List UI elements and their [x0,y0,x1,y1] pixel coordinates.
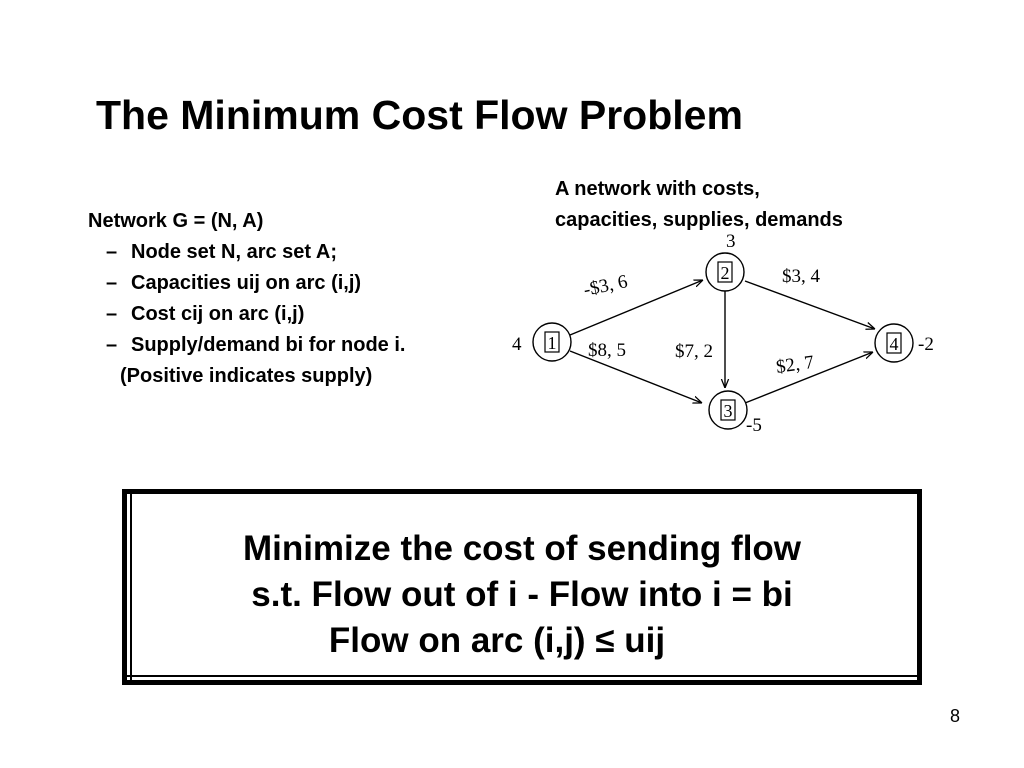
node-label: 4 [890,334,899,354]
objective-text: Minimize the cost of sending flow s.t. F… [127,526,917,664]
definition-note: (Positive indicates supply) [120,365,373,387]
definition-item-text: Supply/demand bi for node i. [131,334,406,356]
node-label: 3 [724,401,733,421]
node-supply: 4 [512,334,522,355]
node-label: 1 [548,333,557,353]
definition-item-text: Node set N, arc set A; [131,241,337,263]
constraint-line: s.t. Flow out of i - Flow into i = bi [251,575,793,614]
network-diagram: 1 2 3 4 4 3 -5 -2 -$3, 6 $8, 5 $7, 2 $3,… [512,231,934,436]
objective-line: Minimize the cost of sending flow [242,529,802,568]
node-2: 2 [705,252,745,292]
dash-marker: – [106,303,118,325]
node-supply: 3 [726,231,736,252]
arc-label: $8, 5 [588,340,626,361]
diagram-caption: A network with costs, capacities, suppli… [555,174,843,236]
definition-item: –Node set N, arc set A; [88,237,405,268]
diagram-caption-line: A network with costs, [555,178,760,200]
capacity-constraint-line: Flow on arc (i,j) ≤ uij [328,621,666,660]
arc-1-2 [569,280,703,336]
arc-2-4 [744,280,875,329]
arc-label: $3, 4 [782,266,821,287]
slide-title: The Minimum Cost Flow Problem [96,92,743,138]
arc-label: -$3, 6 [582,271,630,301]
definition-list: Network G = (N, A) –Node set N, arc set … [88,206,405,392]
node-3: 3 [708,390,748,430]
definition-item-text: Cost cij on arc (i,j) [131,303,305,325]
definition-heading: Network G = (N, A) [88,210,264,232]
arc-label: $7, 2 [675,341,713,362]
definition-item: –Capacities uij on arc (i,j) [88,268,405,299]
arc-label: $2, 7 [775,352,816,378]
objective-box: Minimize the cost of sending flow s.t. F… [122,489,922,685]
page-number: 8 [950,706,961,726]
definition-item-text: Capacities uij on arc (i,j) [131,272,362,294]
definition-item: –Cost cij on arc (i,j) [88,299,405,330]
dash-marker: – [106,272,118,294]
definition-item: –Supply/demand bi for node i. [88,330,405,361]
dash-marker: – [106,334,118,356]
arc-1-3 [569,350,702,403]
node-supply: -5 [746,415,762,436]
diagram-caption-line: capacities, supplies, demands [555,209,843,231]
arc-3-4 [744,351,873,404]
dash-marker: – [106,241,118,263]
node-4: 4 [874,323,914,363]
node-1: 1 [532,322,572,362]
node-label: 2 [721,263,730,283]
node-supply: -2 [918,334,934,355]
